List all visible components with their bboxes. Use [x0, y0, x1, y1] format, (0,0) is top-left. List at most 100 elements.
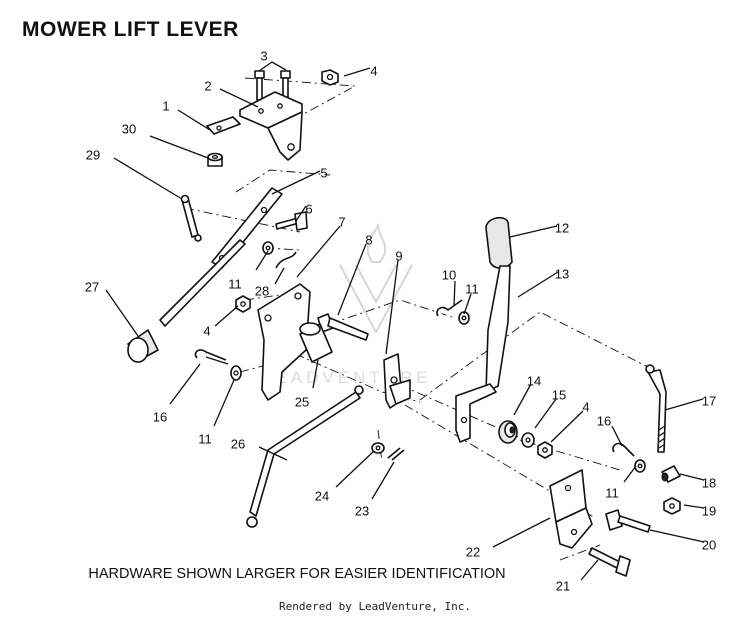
callout-leader-26	[258, 446, 288, 461]
callout-label-4: 4	[582, 399, 589, 414]
clip-1	[206, 116, 241, 135]
callout-leader-28	[274, 267, 285, 285]
callout-label-20: 20	[702, 537, 716, 552]
callout-label-4: 4	[203, 323, 210, 338]
cotter-pin-16-left	[194, 349, 229, 365]
callout-label-26: 26	[231, 436, 245, 451]
washer-24	[371, 442, 385, 454]
callout-label-11: 11	[228, 276, 242, 291]
diagram-title: MOWER LIFT LEVER	[22, 18, 239, 41]
callout-label-22: 22	[466, 544, 480, 559]
callout-label-28: 28	[255, 283, 269, 298]
callout-leader-4	[550, 410, 584, 443]
callout-label-6: 6	[305, 201, 312, 216]
cotter-pin-16-right	[612, 442, 635, 457]
rod-26	[246, 385, 364, 528]
callout-leader-16	[169, 363, 201, 405]
callout-leader-14	[513, 383, 532, 416]
callout-leader-30	[149, 135, 209, 159]
bracket-22	[549, 469, 593, 549]
callout-leader-13	[517, 271, 559, 298]
callout-label-8: 8	[365, 232, 372, 247]
hardware-note: HARDWARE SHOWN LARGER FOR EASIER IDENTIF…	[0, 566, 750, 582]
callout-label-2: 2	[204, 78, 211, 93]
callout-leader-25	[312, 359, 319, 389]
callout-label-25: 25	[295, 394, 309, 409]
nut-4-right	[537, 441, 553, 459]
callout-label-13: 13	[555, 266, 569, 281]
callout-label-10: 10	[442, 267, 456, 282]
washer-11-lower-left	[230, 365, 242, 381]
callout-label-15: 15	[552, 387, 566, 402]
pin-28	[275, 251, 297, 269]
callout-label-5: 5	[320, 165, 327, 180]
nut-4-top	[321, 69, 339, 86]
nut-19	[663, 497, 681, 515]
lift-lever-13	[455, 265, 511, 443]
washer-15	[521, 432, 535, 448]
arm-5	[211, 187, 283, 269]
callout-leader-17	[664, 398, 704, 411]
bolt-20	[605, 509, 651, 533]
callout-label-11: 11	[465, 281, 479, 296]
callout-leader-10	[453, 280, 456, 307]
callout-leader-8	[337, 243, 367, 316]
callout-leader-11	[463, 293, 472, 315]
callout-leader-11	[255, 250, 269, 271]
callout-label-9: 9	[395, 248, 402, 263]
rod-17	[645, 364, 667, 453]
callout-leader-22	[492, 517, 551, 548]
callout-leader-4	[343, 67, 371, 77]
callout-label-30: 30	[122, 121, 136, 136]
spacer-25	[299, 322, 333, 363]
washer-11-right	[634, 459, 646, 473]
bracket-9	[383, 353, 411, 409]
callout-leader-12	[509, 225, 558, 238]
washer-11-upper-left	[262, 241, 274, 255]
link-29	[180, 194, 202, 242]
bolt-3-left	[254, 70, 265, 101]
callout-leader-6	[295, 205, 307, 222]
callout-leader-18	[679, 473, 705, 481]
callout-label-12: 12	[555, 220, 569, 235]
callout-leader-11	[213, 379, 235, 427]
callout-leader-19	[683, 504, 705, 509]
callout-leader-20	[649, 529, 705, 543]
callout-leader-27	[105, 289, 139, 337]
lever-plate-7	[257, 283, 311, 401]
callout-label-29: 29	[86, 147, 100, 162]
render-credit: Rendered by LeadVenture, Inc.	[278, 600, 472, 613]
callout-3-leader	[258, 61, 287, 72]
callout-leader-5	[271, 170, 321, 195]
callout-leader-4	[214, 305, 239, 327]
bolt-21	[588, 547, 631, 577]
callout-label-16: 16	[597, 413, 611, 428]
callout-leader-21	[580, 559, 599, 581]
callout-label-24: 24	[315, 488, 329, 503]
callout-label-1: 1	[162, 98, 169, 113]
callout-label-21: 21	[556, 578, 570, 593]
callout-leader-23	[371, 461, 395, 500]
callout-label-11: 11	[198, 431, 212, 446]
hardware-note-text: HARDWARE SHOWN LARGER FOR EASIER IDENTIF…	[88, 566, 506, 582]
cotter-pin-10	[436, 299, 463, 317]
callout-label-19: 19	[702, 503, 716, 518]
callout-label-16: 16	[153, 409, 167, 424]
knob-12	[485, 216, 513, 269]
callout-leader-15	[534, 398, 557, 429]
callout-leader-7	[296, 225, 341, 278]
callout-label-23: 23	[355, 503, 369, 518]
callout-label-11: 11	[605, 485, 619, 500]
spacer-30	[207, 152, 223, 167]
callout-leader-24	[335, 450, 375, 488]
callout-leader-2	[219, 88, 259, 108]
callout-label-7: 7	[338, 214, 345, 229]
bracket-2	[239, 91, 303, 161]
callout-label-14: 14	[527, 373, 541, 388]
callout-leader-11	[623, 465, 637, 483]
bolt-6	[275, 211, 308, 231]
callout-label-4: 4	[370, 63, 377, 78]
callout-leader-29	[113, 157, 183, 200]
